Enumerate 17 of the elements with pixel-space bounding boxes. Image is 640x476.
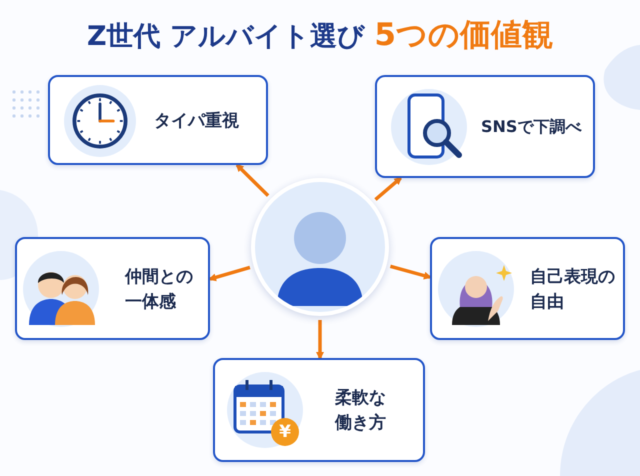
yen-coin: ¥ bbox=[271, 418, 299, 446]
arrow bbox=[390, 264, 432, 280]
value-label: 仲間との一体感 bbox=[125, 266, 194, 314]
value-label: 柔軟な働き方 bbox=[335, 387, 387, 435]
value-card bbox=[48, 75, 268, 165]
title: Z世代 アルバイト選び 5つの価値観 bbox=[86, 16, 554, 55]
arrow bbox=[236, 164, 270, 197]
value-card bbox=[375, 75, 595, 178]
value-card bbox=[213, 358, 425, 462]
value-label: 自己表現の自由 bbox=[530, 266, 616, 314]
arrow bbox=[374, 176, 402, 201]
value-card bbox=[430, 237, 625, 340]
value-label: タイパ重視 bbox=[154, 110, 240, 133]
arrow bbox=[316, 320, 324, 360]
value-label: SNSで下調べ bbox=[481, 116, 583, 138]
arrow bbox=[208, 266, 250, 282]
value-card bbox=[15, 237, 210, 340]
